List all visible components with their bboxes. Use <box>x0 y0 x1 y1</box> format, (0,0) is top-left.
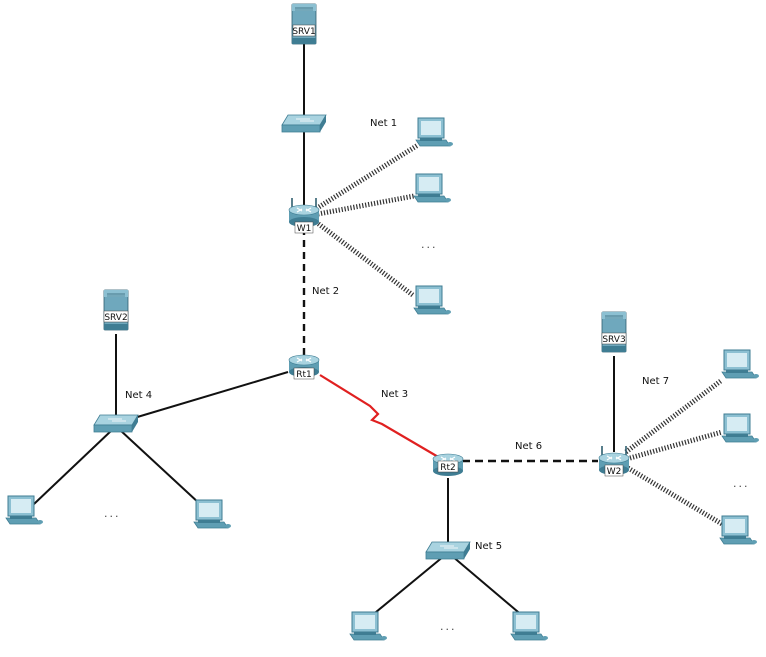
network-label-net3: Net 3 <box>381 389 408 400</box>
wireless-router-w1[interactable]: W1 <box>288 197 320 234</box>
switch-net1[interactable] <box>281 114 327 133</box>
pc-icon <box>193 499 232 529</box>
wireless-link-w1-pc1 <box>312 142 420 213</box>
pc-icon <box>510 611 549 641</box>
server-srv2[interactable]: SRV2 <box>103 289 129 331</box>
switch-icon <box>281 114 327 133</box>
pc-icon <box>413 285 452 315</box>
switch-icon <box>425 541 471 560</box>
router-rt2[interactable]: Rt2 <box>432 453 464 477</box>
server-icon <box>601 311 627 353</box>
pc-net7-3[interactable] <box>719 515 758 545</box>
network-label-net2: Net 2 <box>312 286 339 297</box>
device-label-srv2: SRV2 <box>104 313 127 323</box>
links <box>33 38 724 618</box>
device-label-rt1: Rt1 <box>296 370 312 380</box>
wireless-link-w2-pc2 <box>629 429 723 461</box>
device-label-rt2: Rt2 <box>440 463 456 473</box>
wireless-link-w2-pc3 <box>626 465 724 527</box>
pc-net1-1[interactable] <box>415 117 454 147</box>
device-label-w2: W2 <box>607 467 622 477</box>
device-label-w1: W1 <box>297 224 312 234</box>
pc-net5-2[interactable] <box>510 611 549 641</box>
pc-net7-1[interactable] <box>721 349 760 379</box>
wireless-router-w2[interactable]: W2 <box>598 445 630 477</box>
router-rt1[interactable]: Rt1 <box>288 354 320 380</box>
device-label-srv1: SRV1 <box>292 27 315 37</box>
pc-icon <box>413 173 452 203</box>
link-switch5-pc-right <box>451 555 525 618</box>
ellipsis-net7: ... <box>733 477 750 490</box>
link-switch4-pc-right <box>119 429 201 505</box>
pc-net5-1[interactable] <box>349 611 388 641</box>
switch-icon <box>93 414 139 433</box>
network-label-net5: Net 5 <box>475 541 502 552</box>
pc-icon <box>415 117 454 147</box>
wireless-link-w1-pc3 <box>314 220 416 298</box>
pc-icon <box>349 611 388 641</box>
network-label-net7: Net 7 <box>642 376 669 387</box>
server-srv3[interactable]: SRV3 <box>601 311 627 353</box>
pc-net7-2[interactable] <box>721 413 760 443</box>
pc-net1-3[interactable] <box>413 285 452 315</box>
ellipsis-net5: ... <box>440 620 457 633</box>
server-icon <box>103 289 129 331</box>
server-icon <box>291 3 317 45</box>
link-rt1-rt2-serial <box>319 374 441 459</box>
device-label-srv3: SRV3 <box>602 335 625 345</box>
link-rt1-switch4 <box>133 371 289 419</box>
link-switch4-pc-left <box>33 429 113 505</box>
pc-net4-2[interactable] <box>193 499 232 529</box>
pc-icon <box>721 413 760 443</box>
wireless-link-w2-pc1 <box>624 378 724 454</box>
link-switch5-pc-left <box>369 555 445 618</box>
pc-icon <box>721 349 760 379</box>
switch-net4[interactable] <box>93 414 139 433</box>
ellipsis-net1: ... <box>421 238 438 251</box>
pc-net1-2[interactable] <box>413 173 452 203</box>
wireless-link-w1-pc2 <box>317 193 415 217</box>
network-label-net6: Net 6 <box>515 441 542 452</box>
server-srv1[interactable]: SRV1 <box>291 3 317 45</box>
network-label-net1: Net 1 <box>370 118 397 129</box>
pc-icon <box>719 515 758 545</box>
ellipsis-net4: ... <box>104 507 121 520</box>
switch-net5[interactable] <box>425 541 471 560</box>
network-label-net4: Net 4 <box>125 390 152 401</box>
